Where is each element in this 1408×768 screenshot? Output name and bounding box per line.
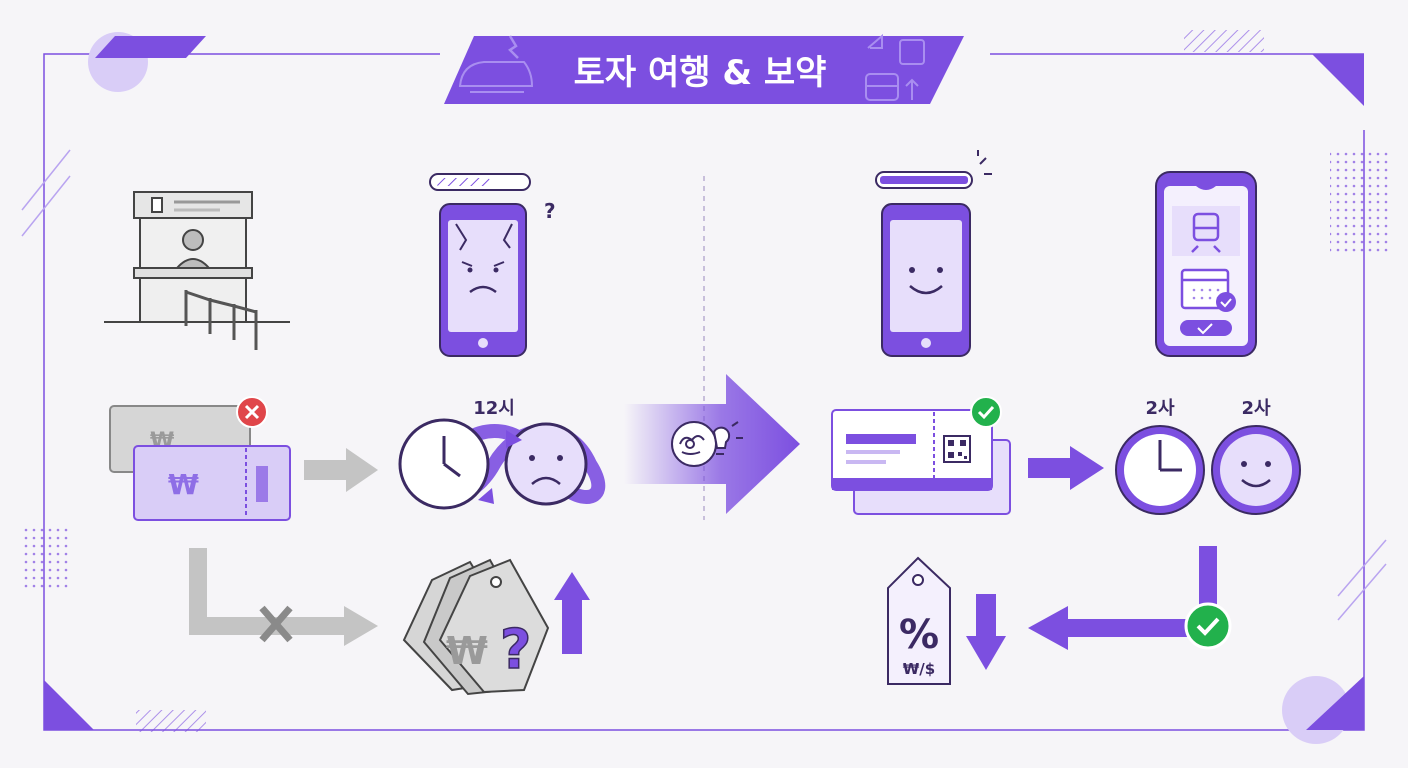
- currency-swap: ₩/$: [903, 660, 935, 678]
- purple-arrow-1: [1028, 446, 1104, 490]
- brain-lightbulb-icon: [671, 421, 743, 467]
- loading-bar-left: [429, 173, 531, 191]
- clock-right-label-b: 2사: [1241, 398, 1271, 419]
- transition-arrow: [624, 374, 800, 514]
- calendar-icon: [1180, 268, 1236, 312]
- price-tag-question-icon: ₩ ?: [402, 558, 590, 696]
- check-icon: [1184, 602, 1232, 650]
- bus-icon: [865, 33, 925, 101]
- infinite-clock-icon: 12시: [398, 398, 606, 510]
- tag-question: ?: [500, 618, 531, 681]
- discount-percent: %: [899, 612, 939, 658]
- train-icon: [458, 35, 534, 93]
- qr-code-icon: [943, 435, 971, 463]
- ticket-won-front: ₩: [168, 468, 199, 501]
- clock-left-label: 12시: [473, 398, 515, 419]
- happy-clock-icon: 2사 2사: [1115, 398, 1301, 515]
- ticket-booth-icon: [104, 191, 290, 350]
- question-mark: ?: [544, 199, 556, 223]
- clock-right-label-a: 2사: [1145, 398, 1175, 419]
- discount-tag-icon: % ₩/$: [887, 556, 1006, 685]
- confirmed-ticket-icon: [831, 396, 1011, 515]
- broken-phone-icon: ?: [439, 199, 556, 357]
- loading-bar-right: [875, 150, 992, 189]
- booking-app-icon: [1155, 171, 1257, 357]
- purple-return-arrow: [1028, 546, 1232, 650]
- gray-detour-arrow: [189, 548, 378, 646]
- page-title: 토자 여행 & 보약: [574, 53, 827, 93]
- ticket-rejected-icon: ₩ ₩: [109, 396, 291, 521]
- happy-phone-icon: [881, 203, 971, 357]
- frame: [20, 30, 1390, 744]
- gray-arrow-1: [304, 448, 378, 492]
- tag-won: ₩: [446, 629, 488, 673]
- train-app-icon: [1191, 212, 1221, 253]
- title-banner: 토자 여행 & 보약: [444, 33, 964, 104]
